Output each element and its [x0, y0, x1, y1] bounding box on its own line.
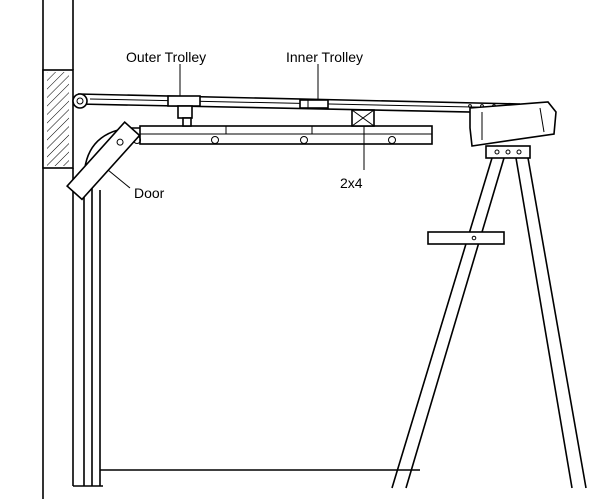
header-board — [42, 69, 74, 169]
outer-trolley-label: Outer Trolley — [126, 49, 206, 65]
2x4-block — [351, 109, 375, 127]
rail — [72, 93, 521, 114]
stepladder — [391, 157, 587, 489]
door-label: Door — [134, 185, 165, 201]
outer-trolley — [167, 95, 201, 127]
opener-motor — [469, 101, 557, 159]
inner-trolley-label: Inner Trolley — [286, 49, 363, 65]
inner-trolley — [299, 99, 329, 109]
door-panel — [65, 120, 141, 201]
leader-lines — [107, 64, 365, 189]
horizontal-track — [133, 125, 433, 145]
2x4-label: 2x4 — [340, 175, 363, 191]
